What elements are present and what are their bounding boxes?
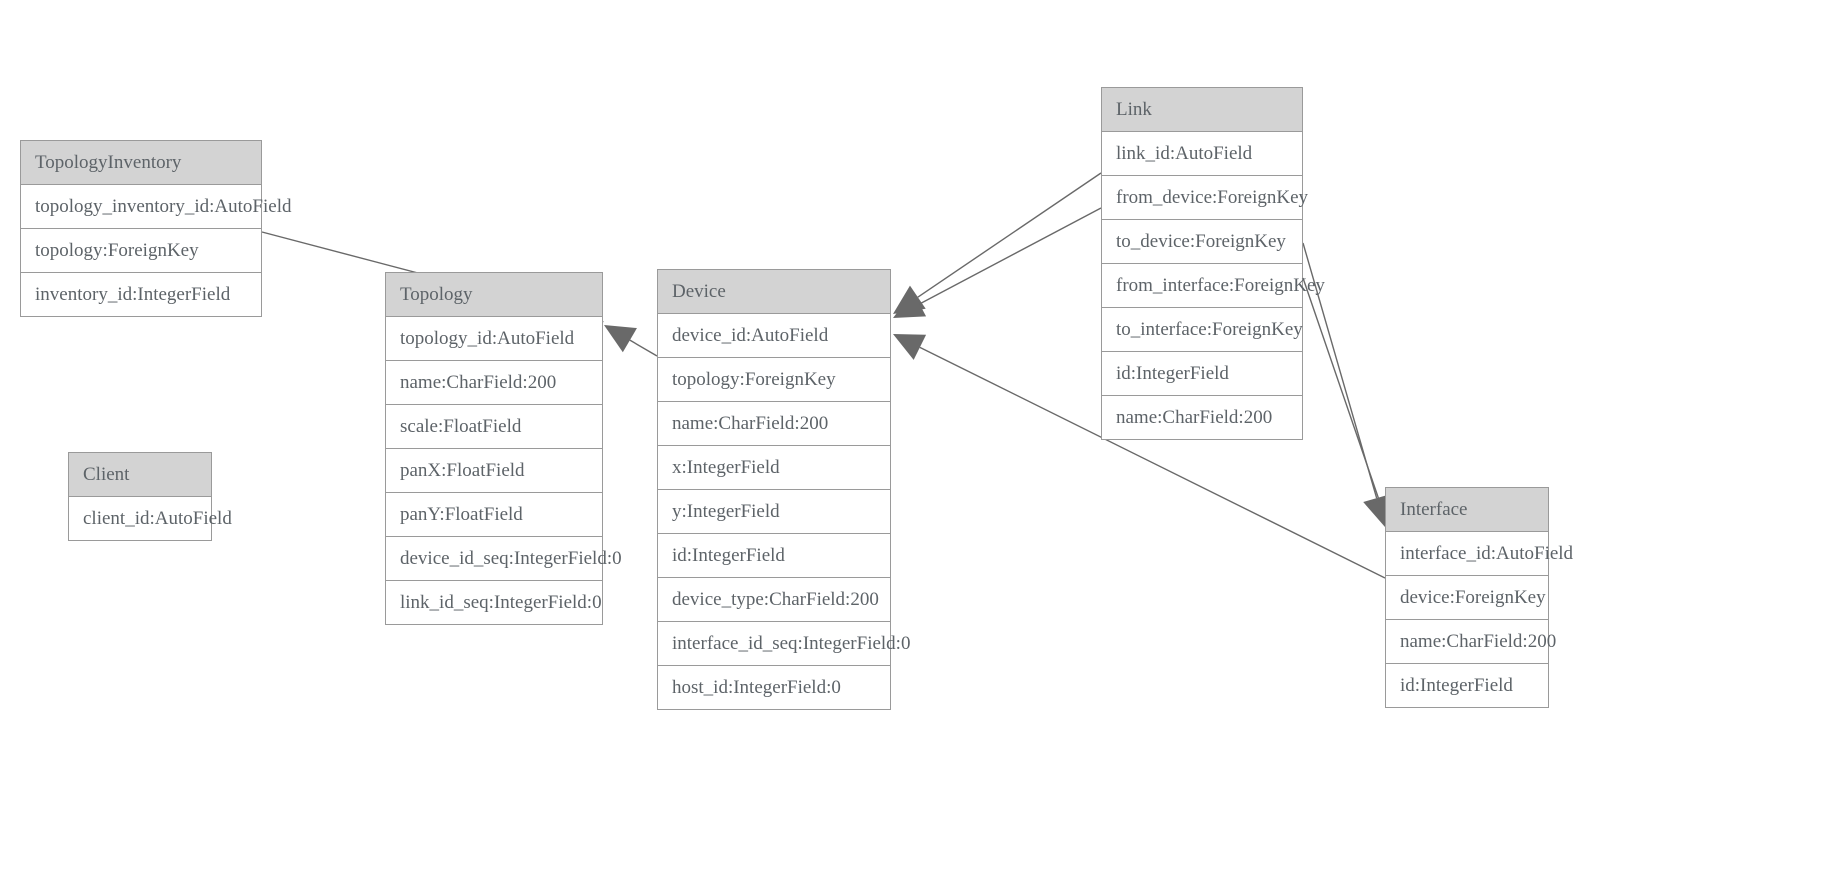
relationship-line-rel-device-topology	[629, 339, 658, 357]
entity-field-topology_inventory-1: topology:ForeignKey	[21, 229, 261, 273]
entity-title-client: Client	[69, 453, 211, 497]
relationship-line-rel-link-tointerface-interface	[1302, 277, 1380, 501]
entity-field-topology-4: panY:FloatField	[386, 493, 602, 537]
entity-field-client-0: client_id:AutoField	[69, 497, 232, 540]
entity-field-link-0: link_id:AutoField	[1102, 132, 1302, 176]
entity-field-topology-2: scale:FloatField	[386, 405, 602, 449]
entity-field-device-4: y:IntegerField	[658, 490, 890, 534]
entity-field-link-5: id:IntegerField	[1102, 352, 1302, 396]
entity-field-link-3: from_interface:ForeignKey	[1102, 264, 1325, 308]
entity-field-link-1: from_device:ForeignKey	[1102, 176, 1308, 220]
entity-field-topology-6: link_id_seq:IntegerField:0	[386, 581, 602, 624]
entity-field-topology_inventory-2: inventory_id:IntegerField	[21, 273, 261, 316]
entity-field-device-3: x:IntegerField	[658, 446, 890, 490]
entity-field-device-2: name:CharField:200	[658, 402, 890, 446]
relationship-rel-device-topology	[604, 325, 658, 357]
relationship-arrowhead-rel-link-todevice-device	[893, 291, 927, 318]
entity-field-link-2: to_device:ForeignKey	[1102, 220, 1302, 264]
relationship-rel-link-fromdevice-device	[893, 172, 1102, 314]
entity-field-topology-5: device_id_seq:IntegerField:0	[386, 537, 622, 581]
entity-field-interface-0: interface_id:AutoField	[1386, 532, 1573, 576]
relationship-line-rel-link-todevice-device	[919, 207, 1102, 305]
entity-field-topology-3: panX:FloatField	[386, 449, 602, 493]
entity-field-device-1: topology:ForeignKey	[658, 358, 890, 402]
entity-field-device-7: interface_id_seq:IntegerField:0	[658, 622, 910, 666]
entity-field-interface-1: device:ForeignKey	[1386, 576, 1548, 620]
entity-field-interface-2: name:CharField:200	[1386, 620, 1556, 664]
relationship-line-rel-link-fromdevice-device	[917, 172, 1102, 298]
entity-field-device-8: host_id:IntegerField:0	[658, 666, 890, 709]
entity-title-interface: Interface	[1386, 488, 1548, 532]
entity-field-topology-1: name:CharField:200	[386, 361, 602, 405]
entity-title-topology: Topology	[386, 273, 602, 317]
entity-field-device-6: device_type:CharField:200	[658, 578, 890, 622]
relationship-arrowhead-rel-interface-device	[893, 334, 927, 360]
entity-field-link-4: to_interface:ForeignKey	[1102, 308, 1303, 352]
entity-field-interface-3: id:IntegerField	[1386, 664, 1548, 707]
relationship-arrowhead-rel-link-fromdevice-device	[893, 285, 926, 314]
entity-title-link: Link	[1102, 88, 1302, 132]
entity-title-topology_inventory: TopologyInventory	[21, 141, 261, 185]
entity-field-device-5: id:IntegerField	[658, 534, 890, 578]
entity-title-device: Device	[658, 270, 890, 314]
relationship-rel-link-tointerface-interface	[1302, 277, 1393, 529]
relationship-arrowhead-rel-device-topology	[604, 325, 637, 353]
entity-field-topology-0: topology_id:AutoField	[386, 317, 602, 361]
entity-field-device-0: device_id:AutoField	[658, 314, 890, 358]
entity-field-topology_inventory-0: topology_inventory_id:AutoField	[21, 185, 292, 229]
relationship-rel-link-todevice-device	[893, 207, 1102, 318]
entity-field-link-6: name:CharField:200	[1102, 396, 1302, 439]
